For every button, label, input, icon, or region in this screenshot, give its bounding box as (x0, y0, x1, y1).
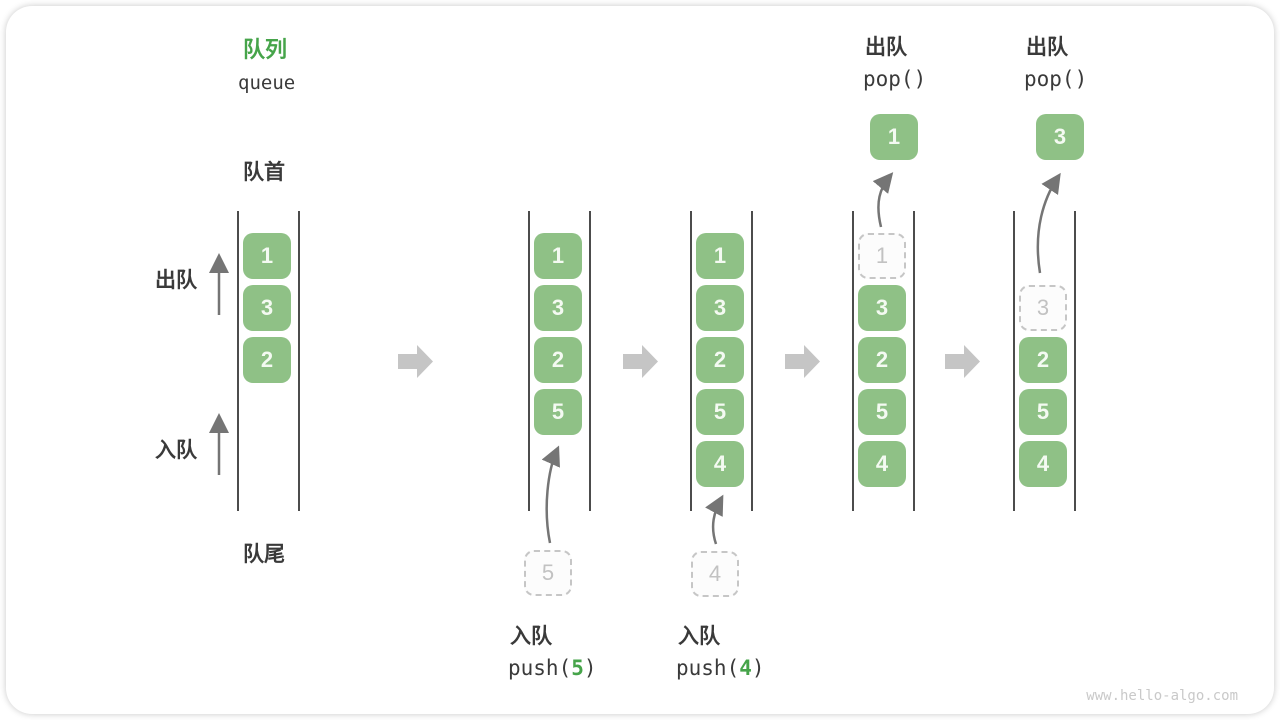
queue-element: 2 (534, 337, 582, 383)
queue-element: 5 (534, 389, 582, 435)
push4-arrow (705, 494, 724, 545)
queue-wall (1074, 211, 1076, 511)
pop1-arrow (872, 172, 894, 228)
queue-wall (298, 211, 300, 511)
queue-wall (1013, 211, 1015, 511)
queue-element: 5 (1019, 389, 1067, 435)
state-transition-arrow-icon (623, 345, 658, 378)
queue-element: 2 (858, 337, 906, 383)
page-title: 队列 (243, 37, 288, 62)
op-pop2-code: pop() (1024, 67, 1088, 91)
queue-element: 2 (696, 337, 744, 383)
queue-element: 4 (1019, 441, 1067, 487)
queue-wall (690, 211, 692, 511)
queue-wall (589, 211, 591, 511)
queue-element: 4 (858, 441, 906, 487)
queue-element: 3 (534, 285, 582, 331)
queue-element: 1 (243, 233, 291, 279)
label-queue-front: 队首 (243, 161, 285, 184)
op-push5-code: push(5) (508, 656, 597, 680)
incoming-element-ghost: 5 (524, 550, 572, 596)
incoming-element-ghost: 4 (691, 551, 739, 597)
code-text: push( (676, 656, 740, 680)
pop2-arrow (1036, 172, 1061, 274)
op-pop1-label: 出队 (865, 36, 907, 59)
queue-element: 3 (696, 285, 744, 331)
queue-wall (237, 211, 239, 511)
code-text: push( (508, 656, 572, 680)
state-transition-arrow-icon (785, 345, 820, 378)
queue-element: 4 (696, 441, 744, 487)
queue-wall (751, 211, 753, 511)
queue-element: 2 (243, 337, 291, 383)
op-pop2-label: 出队 (1026, 36, 1068, 59)
state-transition-arrow-icon (398, 345, 433, 378)
popped-element: 3 (1036, 114, 1084, 160)
page-subtitle: queue (238, 72, 296, 94)
label-queue-rear: 队尾 (243, 543, 285, 566)
watermark: www.hello-algo.com (1086, 688, 1238, 704)
code-arg: 5 (571, 656, 584, 680)
code-text: ) (751, 656, 765, 680)
queue-element: 1 (696, 233, 744, 279)
op-push4-label: 入队 (678, 625, 720, 648)
queue-element: 3 (858, 285, 906, 331)
removed-element-ghost: 1 (858, 233, 906, 279)
removed-element-ghost: 3 (1019, 285, 1067, 331)
code-arg: 4 (739, 656, 752, 680)
popped-element: 1 (870, 114, 918, 160)
queue-element: 5 (858, 389, 906, 435)
queue-element: 1 (534, 233, 582, 279)
push5-arrow (541, 445, 560, 544)
op-pop1-code: pop() (863, 67, 927, 91)
queue-wall (852, 211, 854, 511)
queue-element: 2 (1019, 337, 1067, 383)
label-dequeue-side: 出队 (155, 269, 197, 292)
queue-wall (528, 211, 530, 511)
op-push5-label: 入队 (510, 625, 552, 648)
queue-element: 5 (696, 389, 744, 435)
op-push4-code: push(4) (676, 656, 765, 680)
queue-wall (913, 211, 915, 511)
queue-element: 3 (243, 285, 291, 331)
code-text: ) (583, 656, 597, 680)
label-enqueue-side: 入队 (155, 439, 197, 462)
state-transition-arrow-icon (945, 345, 980, 378)
